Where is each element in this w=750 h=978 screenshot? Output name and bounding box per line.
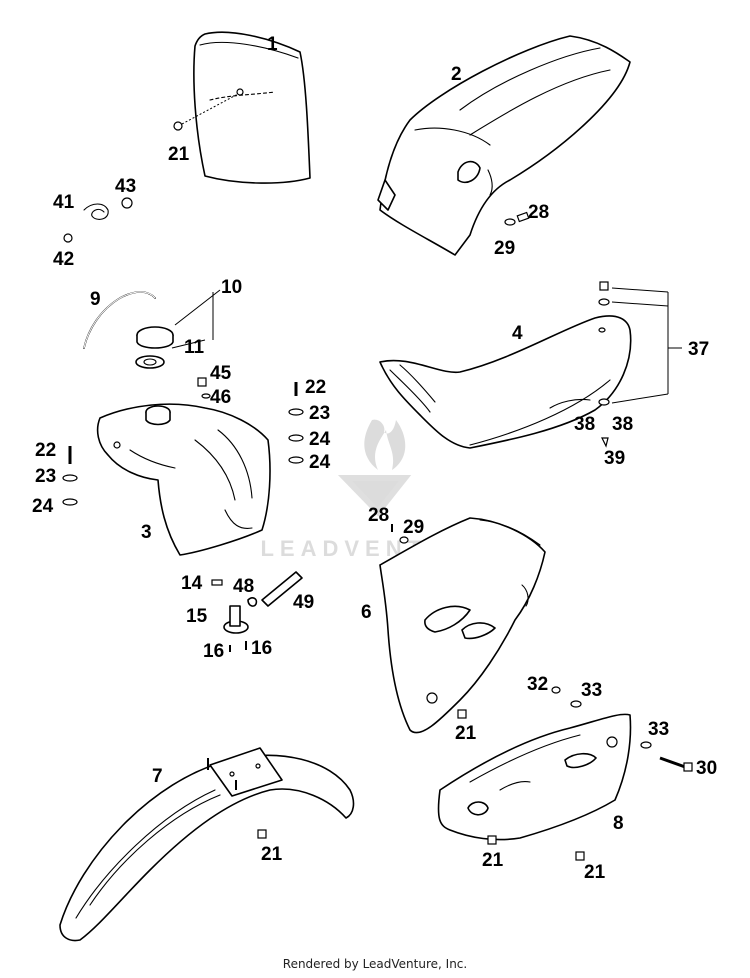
callout-21: 21 (482, 850, 504, 871)
callout-28: 28 (528, 202, 549, 223)
callout-46: 46 (210, 387, 231, 408)
callout-33: 33 (648, 719, 669, 740)
callout-1: 1 (267, 34, 278, 55)
hardware-45-46 (197, 377, 211, 399)
callout-48: 48 (233, 576, 254, 597)
callout-43: 43 (115, 176, 136, 197)
callout-11: 11 (184, 337, 205, 358)
callout-8: 8 (613, 813, 624, 834)
callout-21: 21 (261, 844, 283, 865)
part-15-fuel-tap (211, 579, 258, 652)
callout-21: 21 (455, 723, 477, 744)
callout-10: 10 (221, 277, 242, 298)
callout-24: 24 (309, 429, 331, 450)
callout-38: 38 (574, 414, 595, 435)
part-1-number-plate (173, 31, 311, 184)
callout-41: 41 (53, 192, 75, 213)
callout-22: 22 (35, 440, 56, 461)
part-8-side-cover-right (437, 713, 632, 841)
part-49-fuel-line (261, 571, 303, 607)
callout-22: 22 (305, 377, 326, 398)
hardware-28-29-rear (504, 211, 530, 226)
part-6-side-cover (379, 517, 546, 734)
callout-38: 38 (612, 414, 633, 435)
callout-45: 45 (210, 363, 232, 384)
hardware-22-23-24-right (288, 382, 304, 464)
callout-labels: 1 21 2 28 29 41 43 42 9 10 11 45 46 22 2… (32, 34, 717, 883)
hardware-28-29-side (391, 524, 409, 544)
callout-24: 24 (32, 496, 54, 517)
part-7-front-fender (59, 747, 355, 942)
callout-28: 28 (368, 505, 389, 526)
callout-9: 9 (90, 289, 101, 310)
hardware-21-lower (487, 835, 585, 861)
callout-3: 3 (141, 522, 152, 543)
hardware-37-38-39 (598, 281, 682, 448)
footer-credit: Rendered by LeadVenture, Inc. (282, 957, 468, 971)
callout-23: 23 (309, 403, 330, 424)
callout-4: 4 (512, 323, 523, 344)
callout-32: 32 (527, 674, 548, 695)
callout-30: 30 (696, 758, 717, 779)
callout-6: 6 (361, 602, 372, 623)
hardware-22-23-24-left (62, 446, 78, 506)
callout-16: 16 (203, 641, 224, 662)
callout-2: 2 (451, 64, 462, 85)
callout-23: 23 (35, 466, 56, 487)
callout-24: 24 (309, 452, 331, 473)
callout-29: 29 (494, 238, 515, 259)
callout-21: 21 (584, 862, 606, 883)
watermark-logo (337, 419, 412, 517)
part-9-vent-hose (83, 291, 156, 349)
callout-21: 21 (168, 144, 190, 165)
callout-15: 15 (186, 606, 208, 627)
part-3-fuel-tank (96, 403, 271, 556)
callout-39: 39 (604, 448, 625, 469)
part-10-fuel-cap (135, 289, 221, 369)
callout-29: 29 (403, 517, 424, 538)
callout-37: 37 (688, 339, 709, 360)
callout-16: 16 (251, 638, 272, 659)
part-2-rear-fender (377, 35, 631, 256)
hardware-21-side (457, 709, 467, 719)
part-41-cable-loop (63, 197, 133, 243)
hardware-30-32-33 (551, 686, 693, 772)
callout-14: 14 (181, 573, 203, 594)
callout-42: 42 (53, 249, 74, 270)
callout-7: 7 (152, 766, 163, 787)
callout-49: 49 (293, 592, 314, 613)
part-4-seat (379, 315, 632, 449)
callout-33: 33 (581, 680, 602, 701)
